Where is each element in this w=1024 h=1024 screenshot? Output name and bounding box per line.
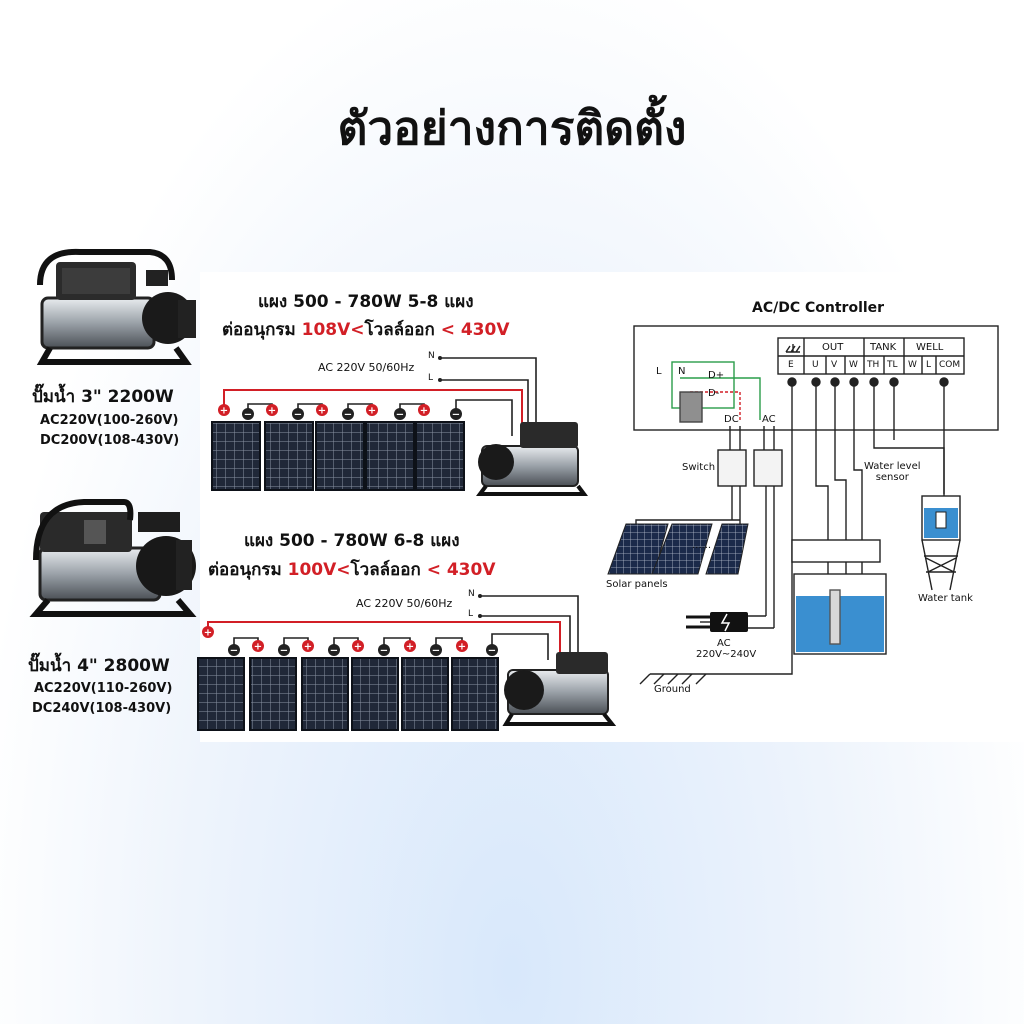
pump2-ac-label: AC 220V 50/60Hz (356, 597, 453, 610)
pump1-n-label: N (428, 351, 435, 361)
ac-input-label: AC (717, 638, 731, 649)
panel-dots: ...... (692, 540, 712, 551)
terminal-v: V (831, 360, 838, 370)
svg-text:−: − (380, 646, 388, 657)
module-n-label: N (678, 366, 686, 377)
controller-well-header: WELL (916, 342, 944, 353)
svg-text:−: − (432, 646, 440, 657)
pump1-l-label: L (428, 373, 434, 383)
row1-solar-panels (211, 421, 465, 491)
water-level-sensor-label: Water level sensor (864, 461, 921, 483)
pump-3inch-image (36, 248, 196, 365)
ground-label: Ground (654, 684, 691, 695)
terminal-com: COM (939, 360, 961, 370)
svg-text:−: − (280, 646, 288, 657)
svg-text:−: − (244, 410, 252, 421)
svg-text:+: + (368, 406, 376, 417)
svg-text:+: + (406, 642, 414, 653)
module-dplus-label: D+ (708, 370, 725, 381)
terminal-e: E (788, 360, 794, 370)
terminal-u: U (812, 360, 819, 370)
module-l-label: L (656, 366, 662, 377)
controller-diagram (633, 325, 999, 685)
pump2-ac: AC220V(110-260V) (34, 681, 173, 696)
pump-4inch-image (29, 499, 197, 617)
svg-text:+: + (220, 406, 228, 417)
ac-label: AC (762, 414, 776, 425)
svg-text:−: − (294, 410, 302, 421)
svg-text:+: + (204, 628, 212, 639)
dc-label: DC (724, 414, 739, 425)
water-level-probe-icon (935, 511, 947, 529)
pump2-dc: DC240V(108-430V) (32, 701, 172, 716)
pump1-ac-label: AC 220V 50/60Hz (318, 361, 415, 374)
page-title: ตัวอย่างการติดตั้ง (337, 101, 687, 155)
pump1-dc: DC200V(108-430V) (40, 433, 180, 448)
svg-text:+: + (318, 406, 326, 417)
pump1-panel-line1: แผง 500 - 780W 5-8 แผง (258, 292, 474, 312)
svg-text:+: + (458, 642, 466, 653)
row2-solar-panels (197, 657, 499, 731)
terminal-well-w: W (908, 360, 917, 370)
pump1-ac: AC220V(100-260V) (40, 413, 179, 428)
svg-text:+: + (304, 642, 312, 653)
svg-text:+: + (354, 642, 362, 653)
svg-text:−: − (396, 410, 404, 421)
svg-text:−: − (452, 410, 460, 421)
svg-text:+: + (254, 642, 262, 653)
pump2-panel-line2: ต่ออนุกรม 100V<โวลล์ออก < 430V (208, 560, 496, 580)
row2-terminals: + − + − + − + − + − + − (202, 626, 498, 657)
module-dminus-label: D- (708, 388, 720, 399)
controller-tank-header: TANK (870, 342, 897, 353)
controller-out-header: OUT (822, 342, 844, 353)
terminal-w: W (849, 360, 858, 370)
switch-label: Switch (682, 462, 716, 473)
solar-panels-label: Solar panels (606, 579, 668, 590)
controller-solar-panels (607, 523, 749, 575)
terminal-tl: TL (887, 360, 898, 370)
svg-text:−: − (230, 646, 238, 657)
svg-text:−: − (488, 646, 496, 657)
svg-text:−: − (330, 646, 338, 657)
pump2-panel-line1: แผง 500 - 780W 6-8 แผง (244, 531, 460, 551)
pump2-n-label: N (468, 589, 475, 599)
row2-small-pump (502, 652, 617, 726)
controller-title: AC/DC Controller (752, 300, 885, 316)
pump1-name: ปั๊มน้ำ 3" 2200W (32, 387, 174, 407)
svg-text:−: − (344, 410, 352, 421)
pump2-l-label: L (468, 609, 474, 619)
terminal-well-l: L (926, 360, 932, 370)
row1-terminals: + − + − + − + − + − (218, 404, 462, 421)
row1-small-pump (476, 422, 588, 496)
svg-text:+: + (268, 406, 276, 417)
water-tank-label: Water tank (918, 593, 973, 604)
terminal-th: TH (867, 360, 880, 370)
pump1-panel-line2: ต่ออนุกรม 108V<โวลล์ออก < 430V (222, 320, 510, 340)
pump2-name: ปั๊มน้ำ 4" 2800W (28, 656, 170, 676)
ac-plug-icon (686, 612, 748, 632)
ac-range-label: 220V~240V (696, 649, 757, 660)
svg-text:+: + (420, 406, 428, 417)
